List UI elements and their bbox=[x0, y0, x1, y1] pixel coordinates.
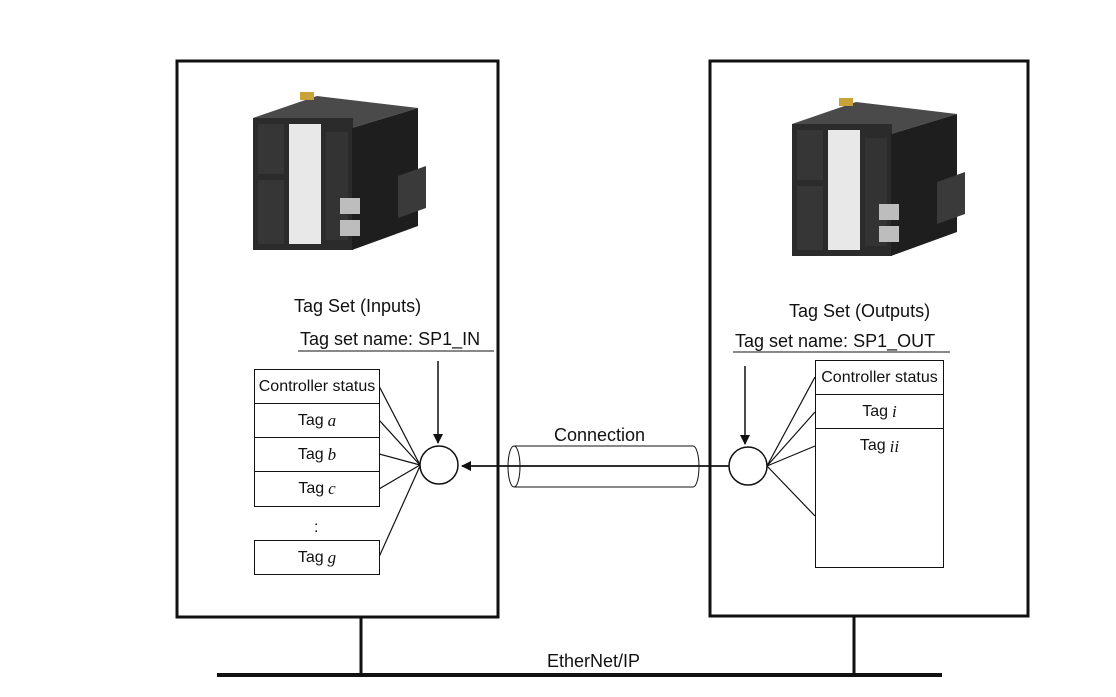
right-tag-controller-status: Controller status bbox=[815, 360, 944, 395]
left-tag-controller-status: Controller status bbox=[254, 369, 380, 404]
right-tagset-node bbox=[728, 446, 768, 486]
left-fan-lines bbox=[378, 385, 421, 558]
left-tagset-name: Tag set name: SP1_IN bbox=[300, 329, 481, 349]
right-tagset-title: Tag Set (Outputs) bbox=[789, 301, 931, 321]
left-tagset-node bbox=[419, 445, 459, 485]
left-tagset-title: Tag Set (Inputs) bbox=[294, 296, 422, 316]
right-tagset-name: Tag set name: SP1_OUT bbox=[735, 331, 936, 351]
network-label: EtherNet/IP bbox=[547, 651, 641, 671]
right-node-box bbox=[708, 59, 1030, 618]
connection-label: Connection bbox=[554, 425, 646, 445]
left-tag-ellipsis: : bbox=[314, 519, 319, 536]
right-fan-lines bbox=[766, 376, 816, 517]
right-controller-image bbox=[792, 98, 965, 256]
left-controller-image bbox=[253, 92, 426, 250]
left-node-box bbox=[175, 59, 500, 619]
